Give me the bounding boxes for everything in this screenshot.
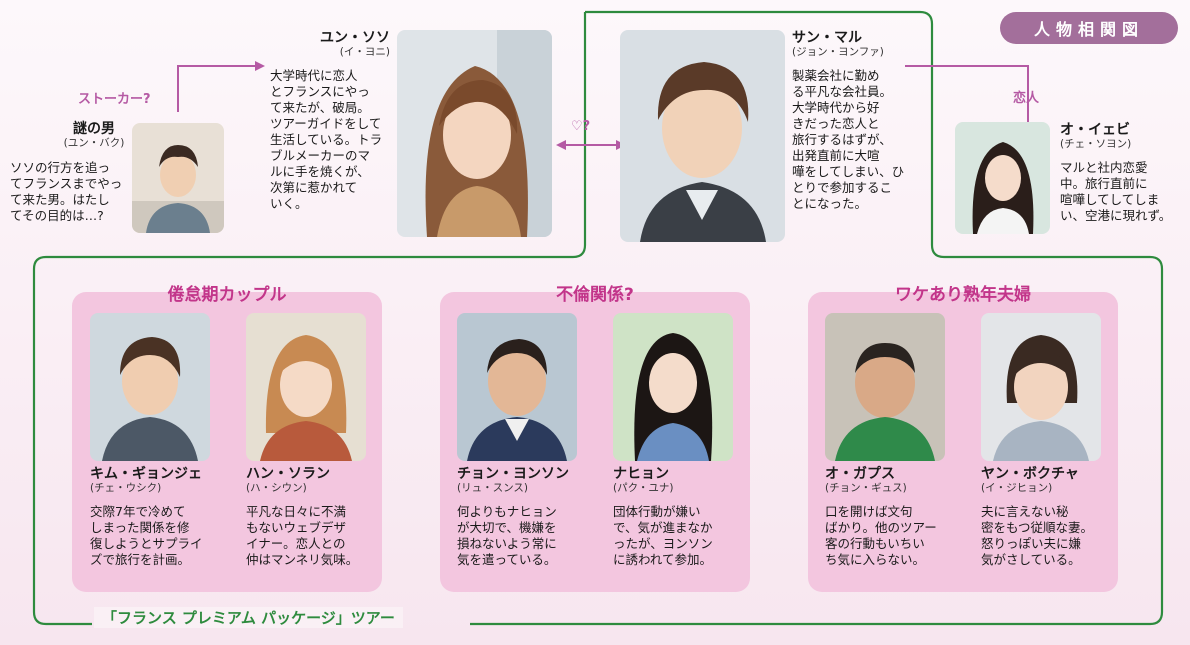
group-title-2: 不倫関係? bbox=[556, 285, 634, 305]
lover-label: 恋人 bbox=[1013, 91, 1040, 106]
character-reading: (ハ・シウン) bbox=[246, 482, 307, 494]
photo-nahyon bbox=[613, 313, 733, 461]
character-gyonje: キム・ギョンジェ (チェ・ウシク) bbox=[90, 466, 250, 495]
character-desc-mystery: ソソの行方を追ってフランスまでやって来た男。はたしてその目的は…? bbox=[10, 160, 123, 223]
photo-bokucha bbox=[981, 313, 1101, 461]
character-name: サン・マル bbox=[792, 30, 862, 46]
character-gapusu: オ・ガプス (チョン・ギュス) bbox=[825, 466, 975, 495]
character-desc-maru: 製薬会社に勤める平凡な会社員。大学時代から好きだった恋人と旅行するはずが、出発直… bbox=[792, 68, 905, 211]
character-reading: (イ・ジヒョン) bbox=[981, 482, 1053, 494]
character-desc-yonson: 何よりもナヒョンが大切で、機嫌を損ねないよう常に気を遣っている。 bbox=[457, 504, 557, 567]
chart-badge: 人物相関図 bbox=[1000, 12, 1178, 44]
character-yonson: チョン・ヨンソン (リュ・スンス) bbox=[457, 466, 617, 495]
character-maru: サン・マル (ジョン・ヨンファ) bbox=[792, 30, 932, 59]
character-reading: (チェ・ウシク) bbox=[90, 482, 162, 494]
photo-soso bbox=[397, 30, 552, 237]
character-soran: ハン・ソラン (ハ・シウン) bbox=[246, 466, 376, 495]
character-name: ユン・ソソ bbox=[320, 30, 390, 46]
photo-yonson bbox=[457, 313, 577, 461]
photo-maru bbox=[620, 30, 785, 242]
character-desc-bokucha: 夫に言えない秘密をもつ従順な妻。怒りっぽい夫に嫌気がさしている。 bbox=[981, 504, 1094, 567]
character-bokucha: ヤン・ボクチャ (イ・ジヒョン) bbox=[981, 466, 1116, 495]
character-soso: ユン・ソソ (イ・ヨニ) bbox=[290, 30, 390, 59]
character-name: 謎の男 bbox=[73, 121, 115, 137]
character-reading: (リュ・スンス) bbox=[457, 482, 528, 494]
character-desc-gapusu: 口を開けば文句ばかり。他のツアー客の行動もいちいち気に入らない。 bbox=[825, 504, 937, 567]
character-reading: (チェ・ソヨン) bbox=[1060, 138, 1132, 150]
photo-gyonje bbox=[90, 313, 210, 461]
heart-label: ♡? bbox=[571, 119, 591, 134]
character-name: ナヒョン bbox=[613, 466, 669, 482]
character-desc-soran: 平凡な日々に不満もないウェブデザイナー。恋人との仲はマンネリ気味。 bbox=[246, 504, 359, 567]
photo-gapusu bbox=[825, 313, 945, 461]
character-desc-soso: 大学時代に恋人とフランスにやって来たが、破局。ツアーガイドをして生活している。ト… bbox=[270, 68, 383, 211]
photo-soran bbox=[246, 313, 366, 461]
photo-ebi bbox=[955, 122, 1050, 234]
character-name: ヤン・ボクチャ bbox=[981, 466, 1079, 482]
character-reading: (ユン・バク) bbox=[63, 137, 125, 149]
character-desc-nahyon: 団体行動が嫌いで、気が進まなかったが、ヨンソンに誘われて参加。 bbox=[613, 504, 713, 567]
group-title-3: ワケあり熟年夫婦 bbox=[895, 285, 1031, 305]
character-name: オ・イェビ bbox=[1060, 122, 1130, 138]
group-title-1: 倦怠期カップル bbox=[167, 285, 287, 305]
tour-label: 「フランス プレミアム パッケージ」ツアー bbox=[94, 607, 403, 628]
character-ebi: オ・イェビ (チェ・ソヨン) bbox=[1060, 122, 1180, 151]
character-reading: (チョン・ギュス) bbox=[825, 482, 907, 494]
character-desc-ebi: マルと社内恋愛中。旅行直前に喧嘩してしてしまい、空港に現れず。 bbox=[1060, 160, 1172, 223]
character-name: チョン・ヨンソン bbox=[457, 466, 569, 482]
character-reading: (イ・ヨニ) bbox=[339, 46, 390, 58]
character-mystery: 謎の男 (ユン・バク) bbox=[58, 121, 130, 150]
character-desc-gyonje: 交際7年で冷めてしまった関係を修復しようとサプライズで旅行を計画。 bbox=[90, 504, 203, 567]
photo-mystery bbox=[132, 123, 224, 233]
stalker-label: ストーカー? bbox=[78, 92, 151, 107]
character-name: オ・ガプス bbox=[825, 466, 895, 482]
character-reading: (パク・ユナ) bbox=[613, 482, 674, 494]
character-nahyon: ナヒョン (パク・ユナ) bbox=[613, 466, 743, 495]
character-reading: (ジョン・ヨンファ) bbox=[792, 46, 884, 58]
character-name: ハン・ソラン bbox=[246, 466, 330, 482]
character-name: キム・ギョンジェ bbox=[90, 466, 202, 482]
